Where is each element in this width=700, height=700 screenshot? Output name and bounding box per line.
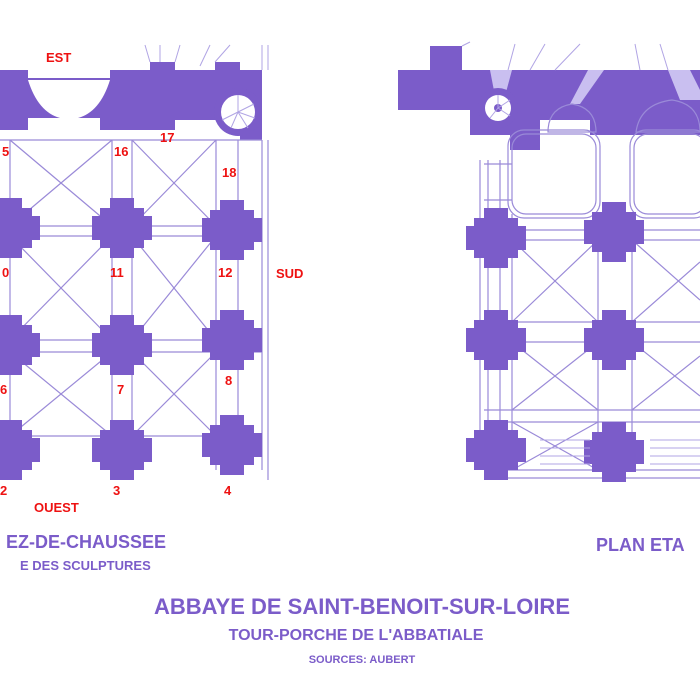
pier-number-17: 17 [160,130,174,145]
pier-number-2: 2 [0,483,7,498]
upper-floor-plan [398,41,700,482]
pier-number-4: 4 [224,483,232,498]
ground-floor-caption: EZ-DE-CHAUSSEE [6,532,166,552]
compass-west: OUEST [34,500,79,515]
compass-east: EST [46,50,71,65]
upper-floor-caption: PLAN ETA [596,535,685,555]
pier-number-12: 12 [218,265,232,280]
pier-number-18: 18 [222,165,236,180]
sources-note: SOURCES: AUBERT [309,654,416,666]
ground-floor-plan: 5 16 17 18 0 11 12 6 7 8 2 3 4 EST SUD O… [0,44,303,515]
main-title: ABBAYE DE SAINT-BENOIT-SUR-LOIRE [154,594,570,619]
pier-number-0: 0 [2,265,9,280]
pier-number-7: 7 [117,382,124,397]
pier-number-16: 16 [114,144,128,159]
pier-number-3: 3 [113,483,120,498]
pier-number-8: 8 [225,373,232,388]
compass-south: SUD [276,266,303,281]
pier-number-5: 5 [2,144,9,159]
pier-number-11: 11 [110,265,124,280]
pier-number-6: 6 [0,382,7,397]
ground-floor-subcaption: E DES SCULPTURES [20,558,151,573]
subtitle: TOUR-PORCHE DE L'ABBATIALE [229,627,484,644]
